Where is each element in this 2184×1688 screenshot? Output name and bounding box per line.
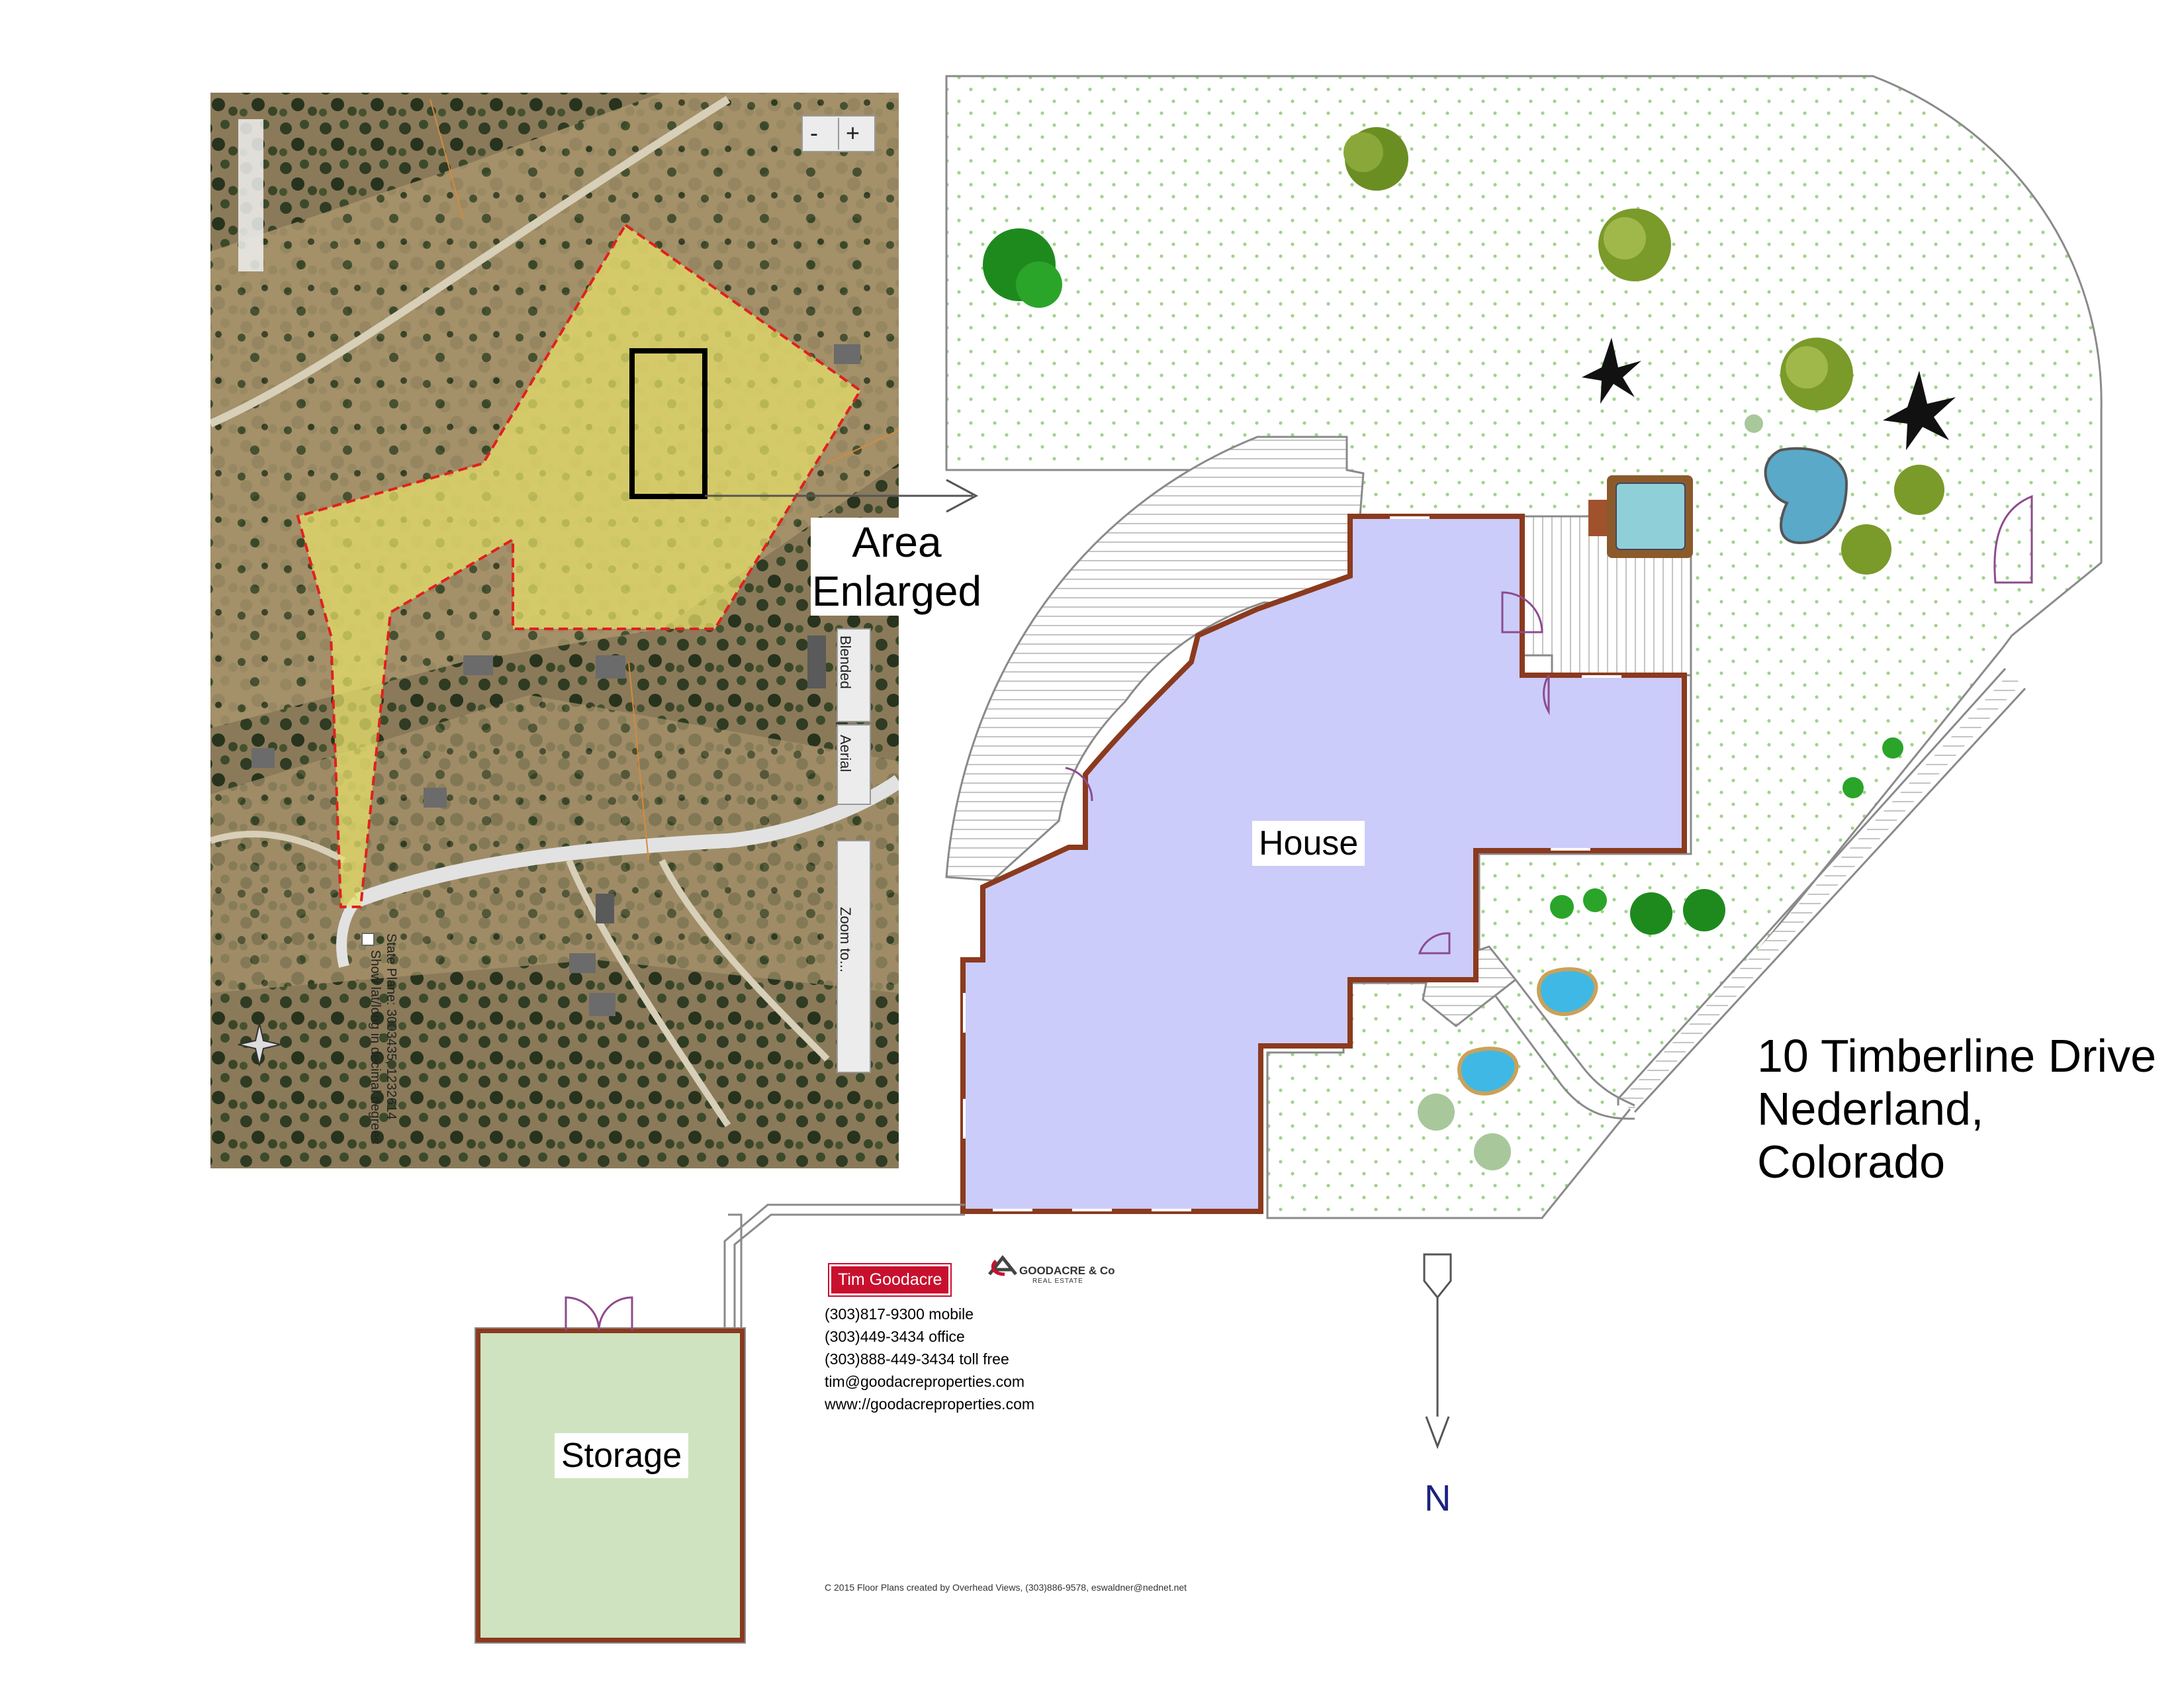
water-feature-icon <box>1457 967 1598 1096</box>
map-zoom-control[interactable] <box>801 115 876 152</box>
evergreen-icon <box>1582 338 1956 450</box>
show-latlong-checkbox[interactable] <box>361 933 375 946</box>
contact-mobile: (303)817-9300 mobile <box>825 1305 974 1323</box>
zoom-to-label: Zoom to... <box>837 907 854 973</box>
address-line1: 10 Timberline Drive <box>1757 1030 2156 1082</box>
house-label: House <box>1252 821 1365 866</box>
enlarged-area-box <box>629 348 707 499</box>
area-enlarged-line1: Area <box>852 518 942 566</box>
show-latlong-label: Show lat/long in decimal degrees <box>368 950 383 1145</box>
tree-icon <box>1343 127 1944 1170</box>
storage-label: Storage <box>555 1433 689 1478</box>
storage-building <box>475 1203 965 1644</box>
north-arrow-icon <box>1423 1253 1452 1450</box>
contact-email[interactable]: tim@goodacreproperties.com <box>825 1373 1025 1390</box>
contact-website[interactable]: www://goodacreproperties.com <box>825 1395 1035 1413</box>
area-enlarged-line2: Enlarged <box>811 567 982 615</box>
contact-office: (303)449-3434 office <box>825 1328 965 1345</box>
contact-toll-free: (303)888-449-3434 toll free <box>825 1350 1009 1368</box>
north-label: N <box>1424 1477 1451 1519</box>
layer-blended-button[interactable] <box>837 628 871 722</box>
aerial-map[interactable] <box>210 93 899 1168</box>
pond-icon <box>1764 447 1848 545</box>
brand-logo-icon <box>988 1254 1017 1276</box>
agent-contact-list: (303)817-9300 mobile (303)449-3434 offic… <box>825 1303 1034 1415</box>
zoom-out-button[interactable]: - <box>810 119 818 146</box>
address-line2: Nederland, Colorado <box>1757 1083 1984 1188</box>
zoom-in-button[interactable]: + <box>846 119 860 146</box>
brand-name: GOODACRE & Co <box>1019 1264 1115 1277</box>
copyright-notice: C 2015 Floor Plans created by Overhead V… <box>825 1582 1187 1593</box>
parcel-highlight <box>296 223 862 908</box>
gate-arc <box>1993 494 2033 584</box>
brand-subtitle: REAL ESTATE <box>1032 1278 1083 1285</box>
agent-name-badge: Tim Goodacre <box>827 1263 952 1297</box>
hot-tub-icon <box>1588 475 1693 558</box>
area-enlarged-label: Area Enlarged <box>811 518 983 616</box>
layer-aerial-button[interactable] <box>837 724 871 805</box>
enlarge-arrow <box>705 479 979 513</box>
zoom-to-dropdown[interactable] <box>837 840 871 1073</box>
walkway <box>1494 667 2026 1120</box>
state-plane-readout: State Plane: 3003435, 1232614 <box>384 933 398 1120</box>
layer-aerial-label: Aerial <box>837 735 854 773</box>
property-address: 10 Timberline Drive Nederland, Colorado <box>1757 1029 2184 1188</box>
layer-blended-label: Blended <box>837 635 854 689</box>
map-compass-icon <box>238 1023 281 1066</box>
shrub-icon <box>983 228 1903 935</box>
